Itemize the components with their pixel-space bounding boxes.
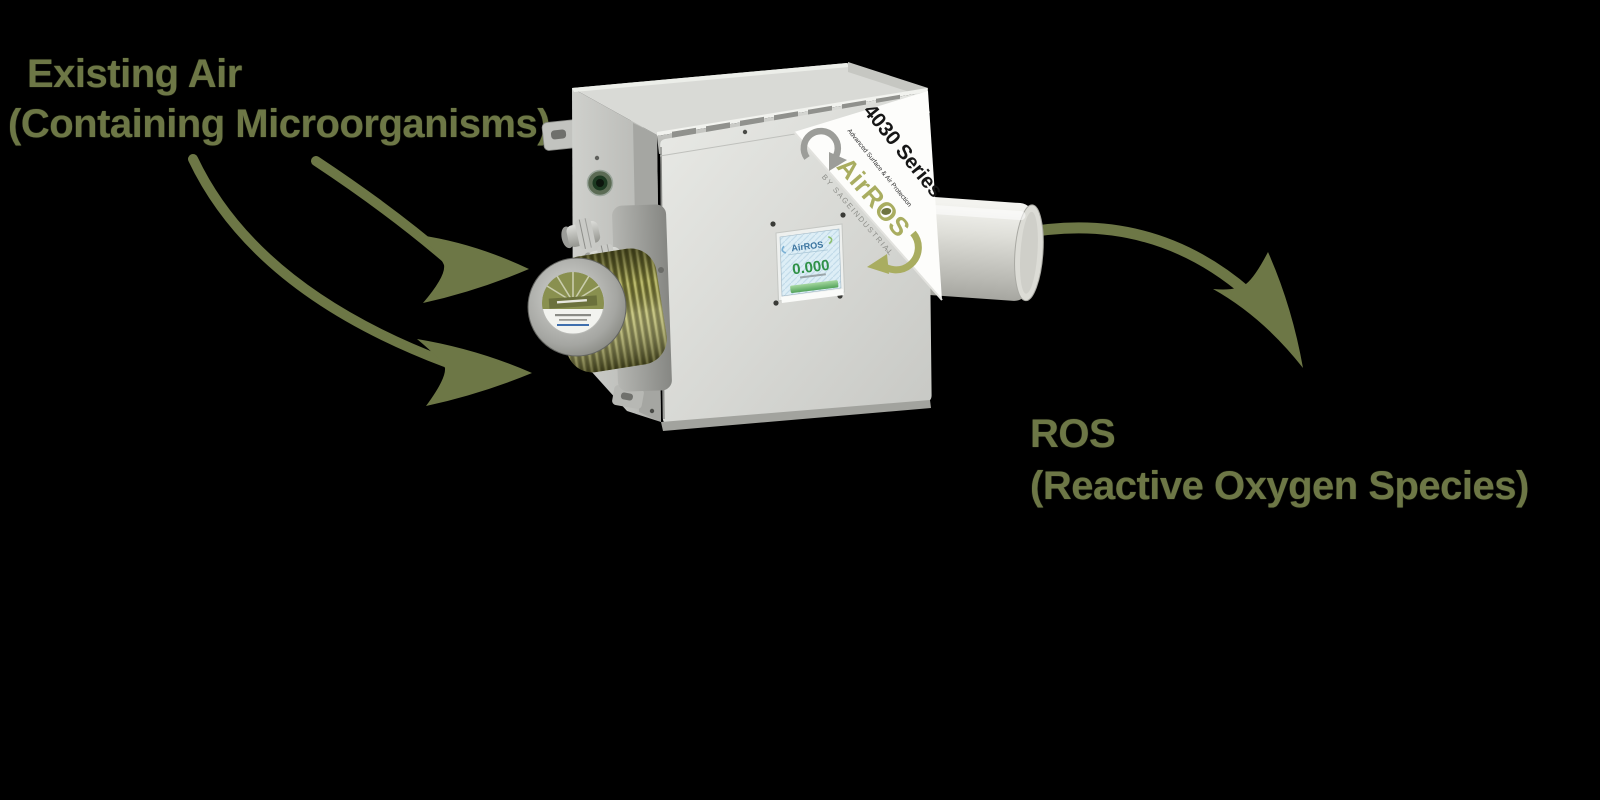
outflow-arrowhead [1213, 252, 1303, 368]
existing-air-label-line1: Existing Air [27, 52, 242, 96]
display-screw [840, 212, 846, 218]
display-screen[interactable] [779, 228, 842, 297]
display-logo-text: AirROS [791, 239, 824, 253]
ros-label-line1: ROS [1030, 412, 1116, 456]
fan-front-cap [527, 257, 627, 357]
airros-device-illustration: AirROS 0.000 [527, 62, 1044, 431]
inflow-arrowhead-lower [417, 339, 532, 406]
display-screw [770, 221, 776, 227]
outflow-arrow [1013, 222, 1303, 368]
panel-hole [594, 155, 600, 161]
power-connector [586, 169, 614, 197]
display-button[interactable] [790, 280, 839, 294]
badge-gray-swoosh [800, 127, 847, 171]
inflow-arrow-upper [311, 156, 529, 303]
inflow-arrow-lower [188, 154, 532, 406]
blower-assembly [527, 204, 672, 392]
door-screw [649, 408, 655, 414]
fan-label [542, 272, 604, 326]
cable-gland [561, 218, 601, 250]
display-reading: 0.000 [791, 257, 830, 278]
door-screw [742, 129, 748, 135]
outlet-duct [914, 197, 1044, 302]
existing-air-label-line2: (Containing Microorganisms) [8, 102, 551, 146]
enclosure-bottom-edge [661, 400, 931, 431]
enclosure-top [572, 62, 928, 135]
control-display: AirROS 0.000 [770, 212, 846, 306]
badge-trademark-text: ™ [882, 248, 890, 256]
ros-label-line2: (Reactive Oxygen Species) [1030, 464, 1529, 508]
inflow-arrowhead-upper [419, 235, 529, 303]
display-units-smudge [799, 273, 826, 279]
badge-olive-swoosh [867, 230, 922, 274]
display-logo-swoosh-left [781, 245, 787, 254]
badge-brand-leaf-icon [881, 207, 892, 215]
display-screw [773, 300, 779, 306]
display-logo-swoosh-right [827, 235, 833, 245]
